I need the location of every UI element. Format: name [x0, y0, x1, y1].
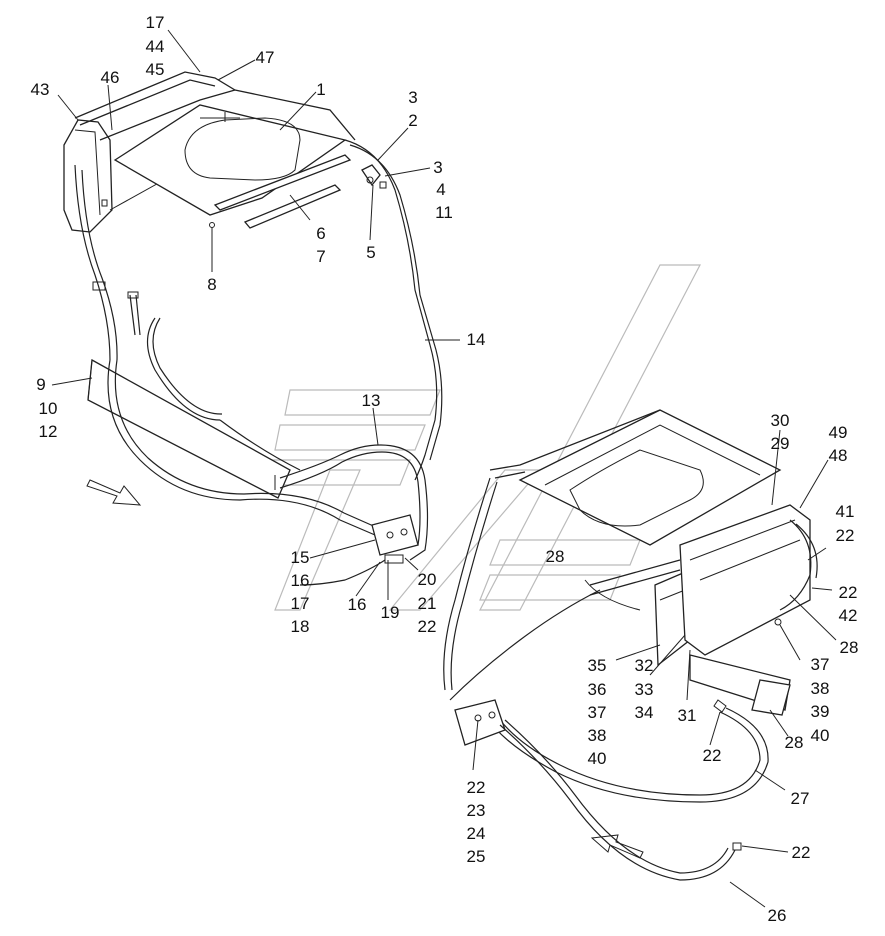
part-label-l16a: 16	[291, 571, 310, 590]
part-label-l28a: 28	[546, 547, 565, 566]
part-label-l28b: 28	[840, 638, 859, 657]
part-label-l18: 18	[291, 617, 310, 636]
part-label-l46: 46	[101, 68, 120, 87]
part-label-l26: 26	[768, 906, 787, 925]
part-label-l47: 47	[256, 48, 275, 67]
part-label-l17a: 17	[146, 13, 165, 32]
part-label-l22d: 22	[703, 746, 722, 765]
part-label-l23: 23	[467, 801, 486, 820]
deflector-panel	[87, 358, 291, 499]
part-label-l22e: 22	[467, 778, 486, 797]
part-label-l19: 19	[381, 603, 400, 622]
part-label-l22c: 22	[839, 583, 858, 602]
part-label-l39: 39	[811, 702, 830, 721]
part-label-l20: 20	[418, 570, 437, 589]
part-label-l4: 4	[436, 180, 445, 199]
part-label-l3a: 3	[408, 88, 417, 107]
part-label-l11: 11	[435, 203, 453, 222]
part-label-l12: 12	[39, 422, 58, 441]
part-label-l9: 9	[36, 375, 45, 394]
part-label-l38b: 38	[811, 679, 830, 698]
part-label-l30: 30	[771, 411, 790, 430]
part-label-l45: 45	[146, 60, 165, 79]
part-label-l36: 36	[588, 680, 607, 699]
part-label-l35: 35	[588, 656, 607, 675]
part-label-l22b: 22	[836, 526, 855, 545]
part-label-l49: 49	[829, 423, 848, 442]
part-label-l28c: 28	[785, 733, 804, 752]
part-label-l44: 44	[146, 37, 165, 56]
part-label-l24: 24	[467, 824, 486, 843]
part-label-l37b: 37	[811, 655, 830, 674]
part-label-l29: 29	[771, 434, 790, 453]
flow-arrow-upper	[86, 479, 142, 506]
part-label-l15: 15	[291, 548, 310, 567]
part-label-l22f: 22	[792, 843, 811, 862]
part-label-l6: 6	[316, 224, 325, 243]
part-label-l43: 43	[31, 80, 50, 99]
part-label-l3b: 3	[433, 158, 442, 177]
part-label-l42: 42	[839, 606, 858, 625]
part-label-l37a: 37	[588, 703, 607, 722]
part-label-l25: 25	[467, 847, 486, 866]
part-label-l33: 33	[635, 680, 654, 699]
part-label-l13: 13	[362, 391, 381, 410]
part-label-l14: 14	[467, 330, 486, 349]
part-label-l32: 32	[635, 656, 654, 675]
part-label-l48: 48	[829, 446, 848, 465]
part-label-l8: 8	[207, 275, 216, 294]
part-label-l27: 27	[791, 789, 810, 808]
part-label-l17b: 17	[291, 594, 310, 613]
part-label-l41: 41	[836, 502, 855, 521]
part-label-l2: 2	[408, 111, 417, 130]
part-label-l40a: 40	[588, 749, 607, 768]
part-label-l5: 5	[366, 243, 375, 262]
part-label-l7: 7	[316, 247, 325, 266]
part-label-l38a: 38	[588, 726, 607, 745]
part-label-l34: 34	[635, 703, 654, 722]
watermark	[264, 264, 701, 611]
right-assembly	[443, 409, 818, 881]
part-label-l10: 10	[39, 399, 58, 418]
leader-lines	[51, 29, 837, 908]
upper-left-assembly	[63, 71, 443, 481]
part-label-l22a: 22	[418, 617, 437, 636]
part-label-l21: 21	[418, 594, 437, 613]
flow-arrow-lower	[590, 834, 644, 859]
part-label-l31: 31	[678, 706, 697, 725]
part-label-l1: 1	[316, 80, 325, 99]
part-label-l16b: 16	[348, 595, 367, 614]
center-valve-assembly	[107, 359, 429, 586]
part-label-l40b: 40	[811, 726, 830, 745]
